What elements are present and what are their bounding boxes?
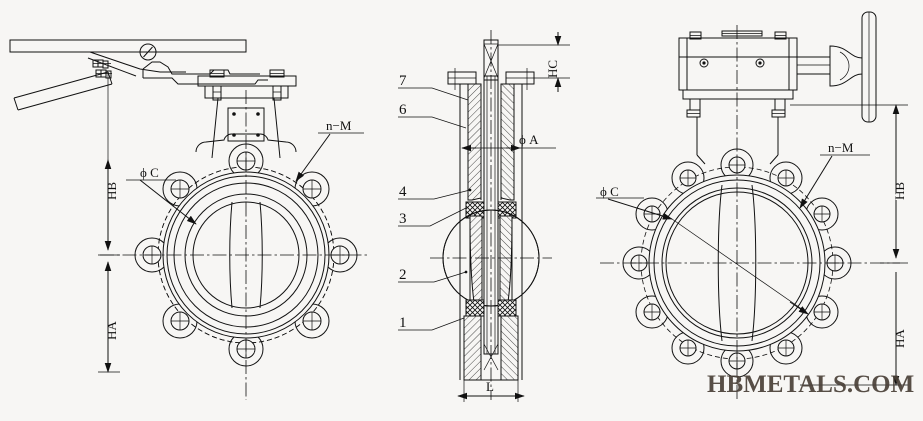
hc-label: HC xyxy=(545,59,560,78)
body-outer-edges xyxy=(459,84,523,380)
right-view-phic-leader xyxy=(596,197,809,315)
leader-1 xyxy=(398,317,465,331)
left-n-m-label: n−M xyxy=(326,118,352,133)
callout-1-label: 1 xyxy=(399,315,407,331)
right-stem-neck xyxy=(696,117,779,165)
l-label: L xyxy=(486,379,494,394)
leader-3 xyxy=(398,207,467,227)
right-phi-c-label: ϕ C xyxy=(600,184,619,199)
left-view-nm-leader xyxy=(295,132,364,182)
leader-4 xyxy=(398,188,472,200)
leader-6 xyxy=(398,116,467,129)
site-watermark: HBMETALS.COM xyxy=(707,371,915,398)
leader-2 xyxy=(398,270,468,283)
callout-6-label: 6 xyxy=(399,102,407,118)
lever-notch-teeth xyxy=(92,59,112,79)
left-phi-c-label: ϕ C xyxy=(140,165,159,180)
leader-7 xyxy=(398,87,469,101)
right-view-nm-leader xyxy=(799,154,870,209)
gearbox-housing xyxy=(678,30,798,118)
gear-input-shaft xyxy=(797,56,831,75)
right-dim-ha-label: HA xyxy=(892,329,907,348)
left-dim-hb-label: HB xyxy=(104,181,119,200)
callout-2-label: 2 xyxy=(399,267,407,283)
left-dim-ha-label: HA xyxy=(104,321,119,340)
callout-4-label: 4 xyxy=(399,184,407,200)
right-n-m-label: n−M xyxy=(828,140,854,155)
callout-3-label: 3 xyxy=(399,211,407,227)
left-view-ha-hb-dimension xyxy=(98,72,120,373)
phi-a-label: ϕ A xyxy=(519,132,539,147)
left-valve-body xyxy=(195,133,297,153)
right-view-ha-hb-dimension xyxy=(790,104,908,386)
left-view-group xyxy=(9,39,368,400)
lever-mounting-plate xyxy=(197,69,297,159)
lever-handle xyxy=(9,39,268,111)
handwheel xyxy=(829,11,877,123)
bottom-cover-section xyxy=(463,315,519,381)
right-view-group xyxy=(596,11,908,400)
neck-body-section xyxy=(467,83,515,201)
right-dim-hb-label: HB xyxy=(892,181,907,200)
callout-7-label: 7 xyxy=(399,73,407,89)
hc-dimension xyxy=(498,32,570,92)
upper-bushing xyxy=(465,201,517,219)
l-dimension xyxy=(457,380,525,402)
left-view-phic-leader xyxy=(126,179,197,225)
center-section-view-group xyxy=(398,30,570,402)
callout-leaders xyxy=(398,87,472,331)
